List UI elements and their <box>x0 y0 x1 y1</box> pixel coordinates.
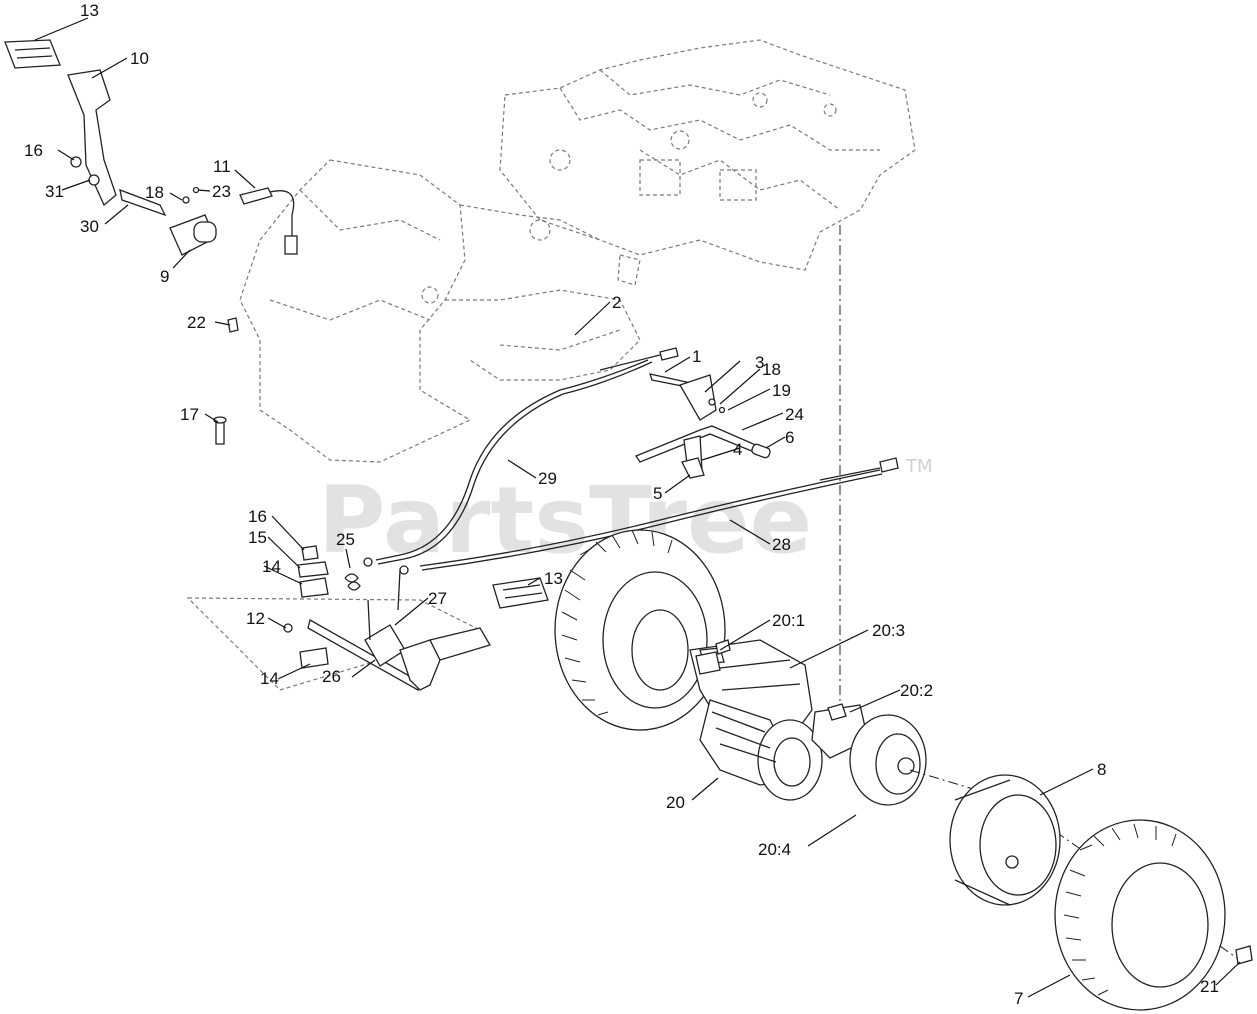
callout-10: 10 <box>130 49 149 68</box>
callout-23: 23 <box>212 182 231 201</box>
bushing-14a <box>299 577 329 598</box>
parking-brake-lever <box>635 373 771 479</box>
callout-2: 2 <box>612 293 621 312</box>
callout-30: 30 <box>80 217 99 236</box>
nut-16b <box>301 545 319 561</box>
brake-pedal-assembly <box>4 39 298 445</box>
callout-18: 18 <box>145 183 164 202</box>
callout-12: 12 <box>246 609 265 628</box>
washer-31 <box>88 174 100 186</box>
callout-18-b: 18 <box>762 360 781 379</box>
lug-nut-21 <box>1235 945 1253 965</box>
callout-27: 27 <box>428 589 447 608</box>
callout-17: 17 <box>180 405 199 424</box>
callout-7: 7 <box>1014 989 1023 1008</box>
callout-28: 28 <box>772 535 791 554</box>
grip-6 <box>751 443 771 459</box>
pedal-pad-upper <box>4 39 61 69</box>
callout-21: 21 <box>1200 977 1219 996</box>
left-wheel <box>554 529 726 731</box>
callout-26: 26 <box>322 667 341 686</box>
callout-16: 16 <box>24 141 43 160</box>
callout-9: 9 <box>160 267 169 286</box>
callout-labels: 13 10 16 31 30 18 23 11 9 22 17 2 1 3 18… <box>24 1 1219 1008</box>
callout-20: 20 <box>666 793 685 812</box>
clip-5 <box>681 457 705 479</box>
callout-20-2: 20:2 <box>900 681 933 700</box>
leader-lines <box>34 17 1241 998</box>
nut-12 <box>283 623 293 633</box>
chassis-frame <box>239 39 916 463</box>
callout-13-b: 13 <box>544 569 563 588</box>
callout-14: 14 <box>262 557 281 576</box>
brake-switch-11 <box>239 187 273 205</box>
callout-20-3: 20:3 <box>872 621 905 640</box>
callout-8: 8 <box>1097 760 1106 779</box>
pivot-pin-30 <box>119 188 167 217</box>
bushing-14b <box>299 647 329 669</box>
callout-6: 6 <box>785 428 794 447</box>
callout-29: 29 <box>538 469 557 488</box>
callout-11: 11 <box>213 157 231 176</box>
brake-pedal-arm <box>67 69 117 207</box>
watermark-trademark: TM <box>905 456 933 477</box>
plate-15 <box>297 561 329 578</box>
callout-16-b: 16 <box>248 507 267 526</box>
callout-19: 19 <box>772 381 791 400</box>
watermark-text: PartsTree <box>318 467 812 574</box>
tire-7 <box>1054 819 1253 1011</box>
brake-cables <box>363 347 899 575</box>
callout-1: 1 <box>692 347 701 366</box>
callout-20-1: 20:1 <box>772 611 805 630</box>
traction-pedal-assembly <box>186 545 549 691</box>
callout-15: 15 <box>248 528 267 547</box>
drive-motor-transaxle <box>689 639 927 806</box>
callout-13: 13 <box>80 1 99 20</box>
callout-14-b: 14 <box>260 669 279 688</box>
callout-3: 3 <box>755 353 764 372</box>
callout-25: 25 <box>336 530 355 549</box>
callout-31: 31 <box>45 182 64 201</box>
callout-22: 22 <box>187 313 206 332</box>
rim-8 <box>949 774 1061 906</box>
callout-4: 4 <box>733 440 742 459</box>
callout-5: 5 <box>653 484 662 503</box>
callout-24: 24 <box>785 405 804 424</box>
callout-20-4: 20:4 <box>758 840 791 859</box>
